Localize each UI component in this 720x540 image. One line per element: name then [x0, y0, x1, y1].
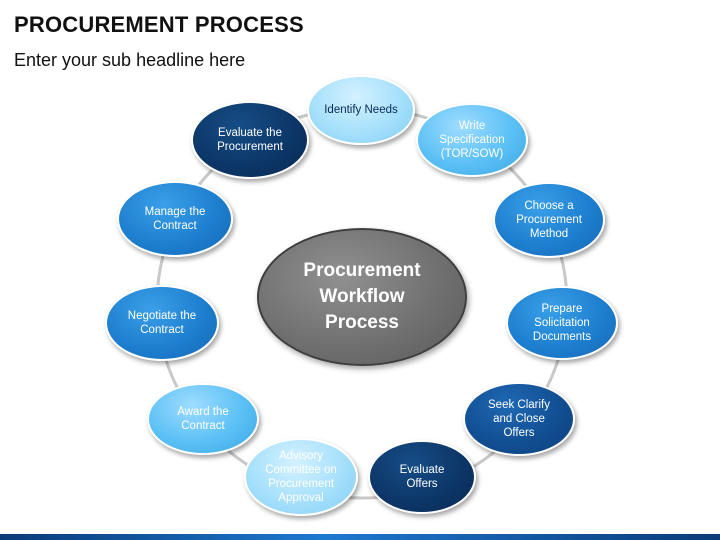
step-evaluate-offers: Evaluate Offers: [368, 440, 476, 514]
step-advisory-committee: Advisory Committee on Procurement Approv…: [244, 438, 358, 516]
step-seek-clarify: Seek Clarify and Close Offers: [463, 382, 575, 456]
step-label: Evaluate Offers: [399, 464, 445, 490]
step-label: Award the Contract: [177, 406, 229, 432]
step-label: Seek Clarify and Close Offers: [488, 399, 550, 439]
step-award-contract: Award the Contract: [147, 383, 259, 455]
center-workflow-label: Procurement Workflow Process: [257, 228, 467, 366]
step-label: Manage the Contract: [144, 206, 206, 232]
slide-title: PROCUREMENT PROCESS: [14, 12, 304, 37]
step-evaluate-procurement: Evaluate the Procurement: [191, 101, 309, 179]
step-label: Prepare Solicitation Documents: [532, 303, 592, 343]
step-label: Write Specification (TOR/SOW): [439, 120, 505, 160]
footer-band: [0, 534, 720, 540]
step-negotiate-contract: Negotiate the Contract: [105, 285, 219, 361]
step-label: Choose a Procurement Method: [516, 200, 582, 240]
step-prepare-solicitation: Prepare Solicitation Documents: [506, 286, 618, 360]
slide-subtitle: Enter your sub headline here: [14, 50, 246, 70]
step-label: Advisory Committee on Procurement Approv…: [265, 450, 337, 504]
step-manage-contract: Manage the Contract: [117, 181, 233, 257]
step-identify-needs: Identify Needs: [307, 75, 415, 145]
step-write-specification: Write Specification (TOR/SOW): [416, 103, 528, 177]
step-label: Negotiate the Contract: [127, 310, 197, 336]
step-label: Identify Needs: [324, 104, 398, 116]
step-choose-method: Choose a Procurement Method: [493, 182, 605, 258]
step-label: Evaluate the Procurement: [217, 127, 283, 153]
